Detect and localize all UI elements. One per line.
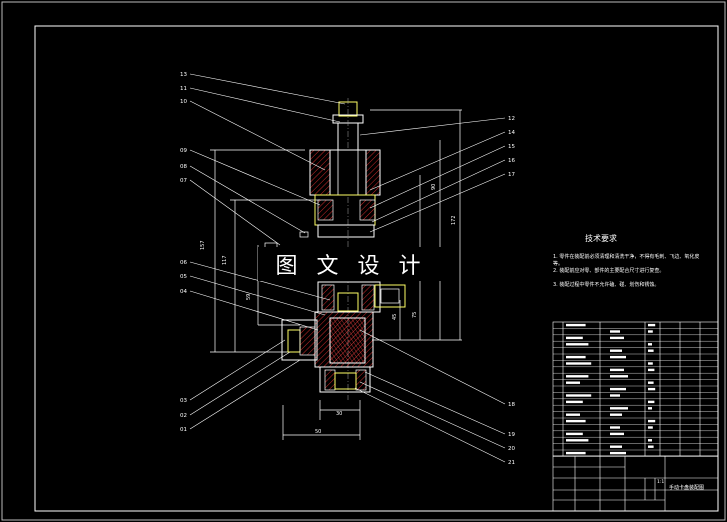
part-label: 08 (180, 164, 187, 170)
leader-lines-right (354, 117, 506, 463)
svg-text:172: 172 (451, 215, 457, 225)
part-labels-left: 13 11 10 09 08 07 06 05 04 03 02 01 (180, 72, 187, 433)
part-label: 19 (508, 432, 515, 438)
table-cell-mark (566, 439, 589, 442)
table-cell-mark (566, 362, 592, 365)
svg-text:30: 30 (336, 411, 342, 417)
table-cell-mark (610, 413, 622, 416)
svg-text:59: 59 (246, 294, 252, 300)
table-cell-mark (648, 323, 656, 327)
table-cell-mark (648, 426, 653, 429)
table-cell-mark (610, 336, 624, 340)
watermark-text: 图 文 设 计 (258, 247, 444, 281)
table-cell-mark (648, 407, 652, 410)
table-cell-mark (566, 432, 583, 436)
part-label: 10 (180, 99, 187, 105)
table-cell-mark (648, 400, 655, 404)
part-label: 20 (508, 446, 515, 452)
part-label: 16 (508, 158, 515, 164)
table-cell-mark (566, 336, 583, 340)
svg-text:50: 50 (315, 429, 321, 435)
table-cell-mark (648, 439, 652, 442)
table-cell-mark (566, 413, 580, 416)
table-cell-mark (566, 419, 586, 423)
part-labels-right: 12 14 15 16 17 18 19 20 21 (508, 116, 515, 466)
table-cell-mark (648, 381, 654, 384)
parts-list-table (552, 321, 719, 457)
table-cell-mark (610, 426, 620, 429)
svg-text:45: 45 (392, 314, 398, 320)
table-cell-mark (566, 343, 589, 346)
table-cell-mark (610, 375, 628, 378)
table-cell-mark (648, 445, 654, 448)
table-cell-mark (648, 343, 652, 346)
table-cell-mark (610, 445, 622, 448)
part-label: 18 (508, 402, 515, 408)
part-label: 05 (180, 274, 187, 280)
table-cell-mark (648, 362, 653, 365)
svg-text:75: 75 (412, 312, 418, 318)
table-cell-mark (610, 355, 626, 359)
table-cell-mark (610, 451, 626, 455)
part-label: 02 (180, 413, 187, 419)
tech-requirement-3: 3. 装配过程中零件不允许磕、碰、划伤和锈蚀。 (553, 282, 660, 288)
table-cell-mark (648, 330, 653, 333)
part-label: 17 (508, 172, 515, 178)
part-label: 09 (180, 148, 187, 154)
table-cell-mark (566, 394, 592, 397)
part-label: 04 (180, 289, 187, 295)
part-label: 01 (180, 427, 187, 433)
part-label: 03 (180, 398, 187, 404)
parts-list-rows (553, 328, 718, 457)
part-label: 06 (180, 260, 187, 266)
table-cell-mark (648, 387, 656, 391)
table-cell-mark (610, 394, 620, 397)
drawing-name: 手动卡盘装配图 (669, 485, 705, 491)
assembly-body (264, 98, 406, 400)
table-cell-mark (610, 349, 622, 352)
leader-lines-left (189, 73, 346, 430)
dimension-text: 157 117 59 172 90 75 45 50 30 (200, 184, 457, 435)
tech-requirements-title: 技术要求 (585, 234, 617, 243)
table-cell-mark (566, 375, 589, 378)
table-cell-mark (566, 451, 586, 455)
table-cell-mark (648, 349, 654, 352)
table-cell-mark (566, 381, 580, 384)
table-cell-mark (566, 323, 586, 327)
drawing-frame (34, 25, 719, 512)
tech-requirement-2: 2. 装配前应对零、部件的主要配合尺寸进行复查。 (553, 268, 665, 274)
scale-label: 1:1 (657, 480, 665, 485)
table-cell-mark (648, 368, 655, 372)
part-label: 07 (180, 178, 187, 184)
table-cell-mark (610, 407, 628, 410)
svg-text:90: 90 (431, 184, 437, 190)
table-cell-mark (610, 387, 626, 391)
table-cell-mark (648, 419, 656, 423)
table-cell-mark (610, 330, 620, 333)
part-label: 11 (180, 86, 187, 92)
svg-text:157: 157 (200, 240, 206, 250)
table-cell-mark (610, 432, 624, 436)
tech-requirement-1: 1. 零件在装配前必须清理和清洗干净，不得有毛刺、飞边、氧化皮等。 (553, 254, 700, 267)
part-label: 15 (508, 144, 515, 150)
part-label: 21 (508, 460, 515, 466)
table-cell-mark (566, 355, 586, 359)
part-label: 12 (508, 116, 515, 122)
svg-text:117: 117 (222, 255, 228, 265)
part-label: 13 (180, 72, 187, 78)
part-label: 14 (508, 130, 515, 136)
title-block (552, 455, 719, 512)
parts-list-text (566, 323, 656, 455)
table-cell-mark (566, 400, 583, 404)
table-cell-mark (610, 368, 624, 372)
